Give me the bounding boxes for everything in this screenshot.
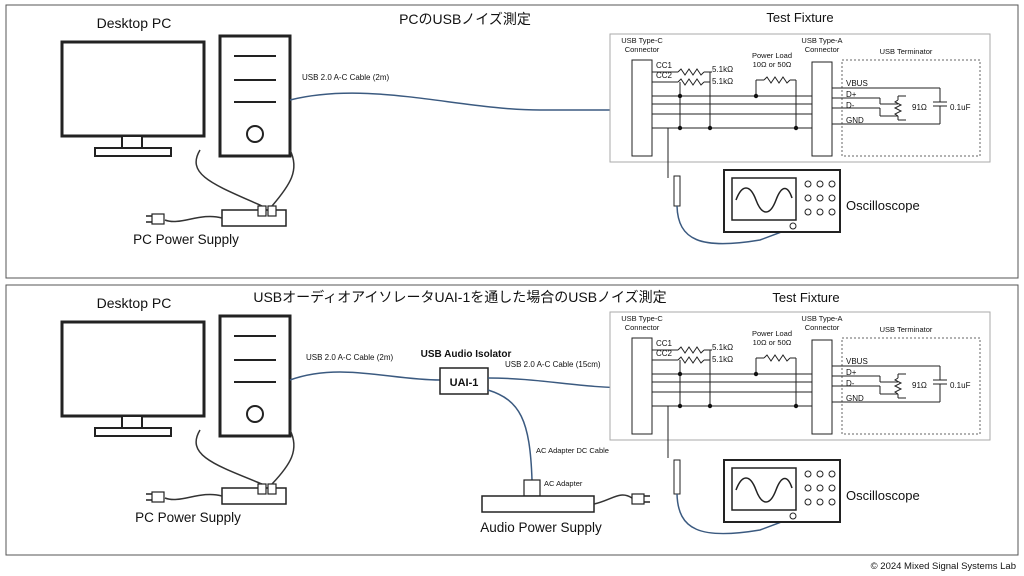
- typec-label-line1: USB Type-C: [621, 314, 663, 323]
- test-fixture: Test Fixture USB Type-C Connector CC1 CC…: [609, 10, 991, 163]
- c-term-label: 0.1uF: [950, 381, 971, 390]
- vbus-label: VBUS: [846, 357, 868, 366]
- oscilloscope-label: Oscilloscope: [846, 198, 920, 213]
- typec-label-line2: Connector: [625, 323, 660, 332]
- panel-2-frame: [5, 284, 1019, 556]
- power-load-label-line2: 10Ω or 50Ω: [753, 338, 792, 347]
- dplus-label: D+: [846, 368, 857, 377]
- usb-cable-label: USB 2.0 A-C Cable (2m): [302, 73, 389, 82]
- r-term-label: 91Ω: [912, 381, 927, 390]
- usb-audio-isolator: USB Audio Isolator UAI-1: [421, 349, 512, 395]
- test-fixture-board-2: [609, 311, 991, 441]
- c-term-label: 0.1uF: [950, 103, 971, 112]
- power-load-label-line2: 10Ω or 50Ω: [753, 60, 792, 69]
- uai1-box: [439, 367, 489, 395]
- scope-knobs: [789, 180, 836, 230]
- usb-cable-2m: USB 2.0 A-C Cable (2m): [289, 73, 632, 111]
- oscilloscope-label-2: Oscilloscope: [846, 488, 920, 503]
- probe-icon: [667, 406, 793, 535]
- sine-wave-icon: [735, 187, 793, 213]
- typea-label-line1: USB Type-A: [801, 36, 842, 45]
- cc2-label: CC2: [656, 71, 673, 80]
- dminus-label: D-: [846, 101, 855, 110]
- test-fixture-label: Test Fixture: [766, 10, 833, 25]
- oscilloscope-screen: [731, 467, 797, 511]
- panel-2-title: USBオーディオアイソレータUAI-1を通した場合のUSBノイズ測定: [253, 289, 666, 305]
- ac-cable-label: AC Adapter DC Cable: [536, 446, 609, 455]
- r-term-label: 91Ω: [912, 103, 927, 112]
- usb-terminator-label: USB Terminator: [880, 47, 933, 56]
- circuit-nodes: [677, 371, 799, 409]
- circuit-nodes: [677, 93, 799, 131]
- typea-label-line1: USB Type-A: [801, 314, 842, 323]
- plug-icon: [146, 491, 165, 503]
- r-cc2-label: 5.1kΩ: [712, 77, 733, 86]
- panel-1: PCのUSBノイズ測定 Desktop PC: [5, 4, 1019, 279]
- plug-icon: [631, 493, 650, 505]
- isolator-title: USB Audio Isolator: [421, 349, 512, 360]
- test-fixture-label-2: Test Fixture: [772, 290, 839, 305]
- pc-power-strip-2: PC Power Supply: [135, 429, 295, 525]
- pc-tower-icon: [218, 314, 292, 438]
- pc-power-supply-label-2: PC Power Supply: [135, 510, 241, 525]
- monitor-icon: [60, 320, 206, 437]
- test-fixture-2: Test Fixture USB Type-C Connector CC1 CC…: [609, 290, 991, 441]
- oscilloscope-screen: [731, 177, 797, 221]
- ac-adapter-chain: AC Adapter DC Cable AC Adapter Audio Pow…: [480, 389, 650, 535]
- power-load-label-line1: Power Load: [752, 329, 792, 338]
- ac-adapter-icon: [523, 479, 541, 497]
- audio-power-supply-label: Audio Power Supply: [480, 520, 602, 535]
- panel-1-frame: [5, 4, 1019, 279]
- scope-knobs: [789, 470, 836, 520]
- oscilloscope-2: Oscilloscope: [723, 459, 920, 523]
- vbus-label: VBUS: [846, 79, 868, 88]
- r-cc1-label: 5.1kΩ: [712, 65, 733, 74]
- gnd-label: GND: [846, 116, 864, 125]
- dplus-label: D+: [846, 90, 857, 99]
- pc-tower-icon: [218, 34, 292, 158]
- desktop-pc-label-2: Desktop PC: [97, 295, 172, 311]
- typea-label-line2: Connector: [805, 323, 840, 332]
- uai1-label: UAI-1: [450, 377, 479, 389]
- probe-icon: [667, 128, 793, 245]
- cc2-label: CC2: [656, 349, 673, 358]
- usb-cable-label-2: USB 2.0 A-C Cable (2m): [306, 353, 393, 362]
- power-load-label-line1: Power Load: [752, 51, 792, 60]
- ac-adapter-label: AC Adapter: [544, 479, 583, 488]
- audio-power-strip: [481, 495, 595, 513]
- typec-connector: [631, 337, 653, 435]
- oscilloscope: Oscilloscope: [723, 169, 920, 233]
- sine-wave-icon: [735, 477, 793, 503]
- cc1-label: CC1: [656, 339, 673, 348]
- panel-2: USBオーディオアイソレータUAI-1を通した場合のUSBノイズ測定 Deskt…: [5, 284, 1019, 556]
- r-cc2-label: 5.1kΩ: [712, 355, 733, 364]
- desktop-pc: Desktop PC: [60, 15, 292, 158]
- typea-connector: [811, 339, 833, 435]
- typec-label-line1: USB Type-C: [621, 36, 663, 45]
- usb-terminator-label: USB Terminator: [880, 325, 933, 334]
- panel-1-title: PCのUSBノイズ測定: [399, 11, 531, 27]
- usb-cable-2m-2: USB 2.0 A-C Cable (2m): [289, 353, 441, 381]
- cc1-label: CC1: [656, 61, 673, 70]
- plug-icon: [146, 213, 165, 225]
- pc-power-strip: PC Power Supply: [133, 149, 295, 247]
- pc-power-supply-label: PC Power Supply: [133, 232, 239, 247]
- typec-connector: [631, 59, 653, 157]
- r-cc1-label: 5.1kΩ: [712, 343, 733, 352]
- desktop-pc-2: Desktop PC: [60, 295, 292, 438]
- gnd-label: GND: [846, 394, 864, 403]
- dminus-label: D-: [846, 379, 855, 388]
- desktop-pc-label: Desktop PC: [97, 15, 172, 31]
- test-fixture-board: [609, 33, 991, 163]
- monitor-icon: [60, 40, 206, 157]
- usb-cable-15cm-label: USB 2.0 A-C Cable (15cm): [505, 360, 601, 369]
- typea-label-line2: Connector: [805, 45, 840, 54]
- typec-label-line2: Connector: [625, 45, 660, 54]
- copyright: © 2024 Mixed Signal Systems Lab: [871, 561, 1016, 572]
- typea-connector: [811, 61, 833, 157]
